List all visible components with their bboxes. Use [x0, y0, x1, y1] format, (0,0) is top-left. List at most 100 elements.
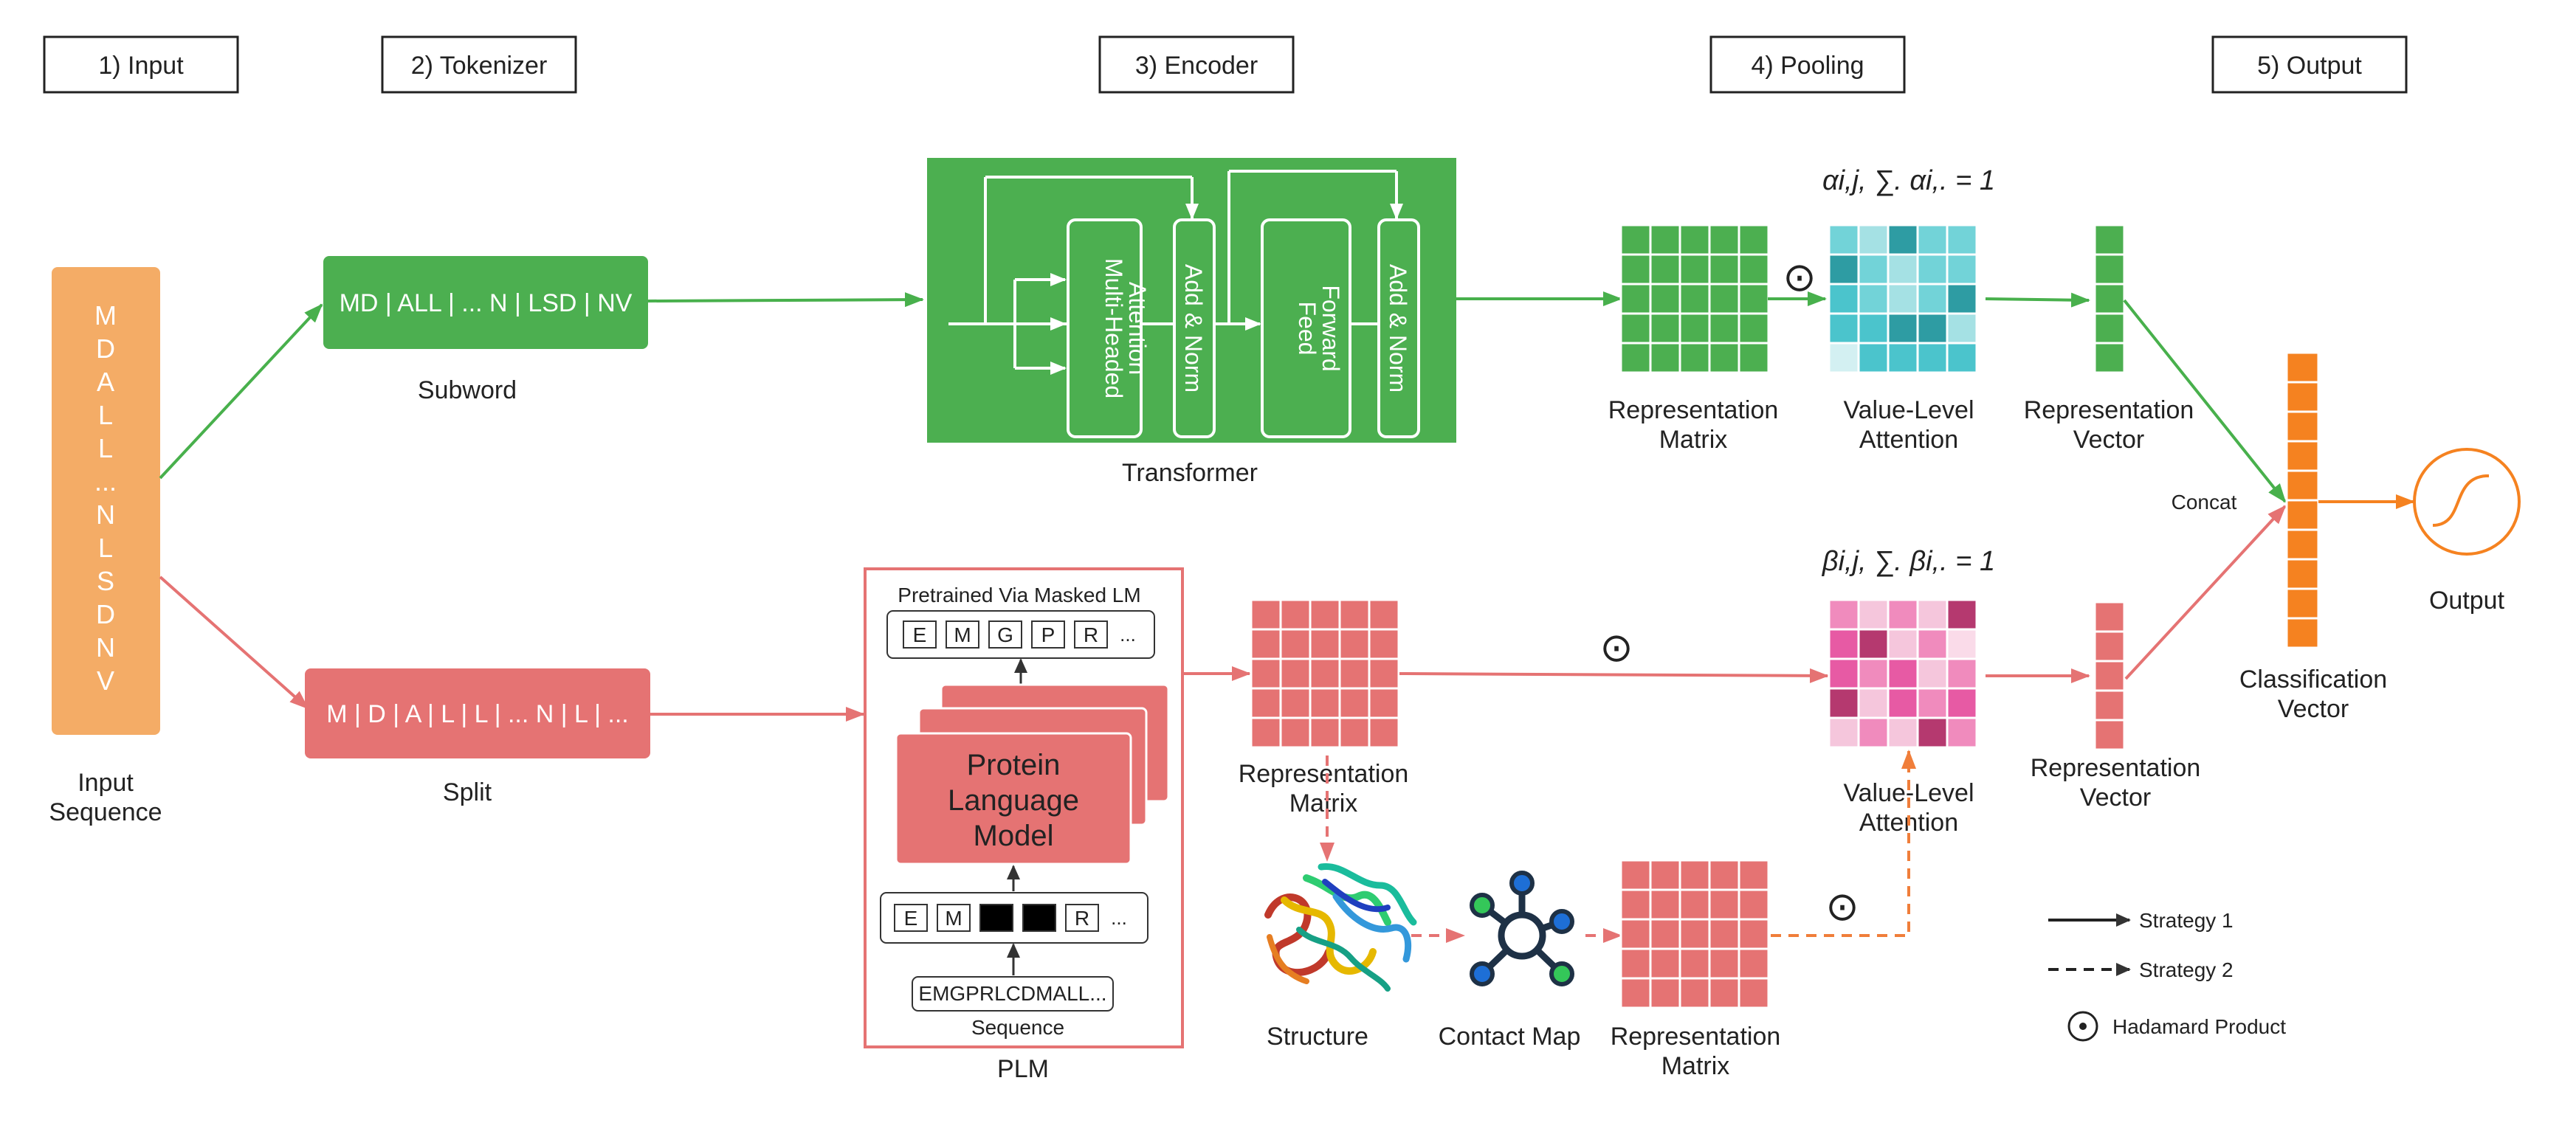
matrix-cell: [1678, 888, 1711, 921]
contact-map-label: Contact Map: [1439, 1023, 1581, 1051]
matrix-cell: [2285, 410, 2320, 443]
stage-header-pooling: 4) Pooling: [1751, 52, 1864, 80]
matrix-cell: [1828, 253, 1860, 286]
split-box: [305, 668, 650, 758]
matrix-cell: [1857, 312, 1890, 345]
plm-token-text: R: [1084, 623, 1098, 646]
matrix-cell: [1338, 657, 1371, 690]
matrix-cell: [1857, 224, 1890, 256]
plm-pretrained-label: Pretrained Via Masked LM: [898, 584, 1140, 606]
ff-label-line1: Feed: [1294, 302, 1320, 356]
matrix-cell: [1649, 918, 1681, 950]
matrix-cell: [1828, 598, 1860, 631]
matrix-cell: [2093, 283, 2126, 315]
structure-label: Structure: [1267, 1023, 1368, 1051]
matrix-cell: [1708, 918, 1740, 950]
class-vector-line2: Vector: [2278, 695, 2349, 723]
rep-matrix-low-line2: Matrix: [1661, 1052, 1730, 1080]
subword-label: Subword: [418, 376, 517, 404]
value-attention-top: [1828, 224, 1978, 374]
arrow-input-subword: [159, 303, 323, 480]
matrix-cell: [1649, 342, 1681, 374]
subword-tokens: MD | ALL | ... N | LSD | NV: [340, 289, 633, 317]
sigmoid-output-icon: [2413, 448, 2521, 556]
plm-token-box: [894, 904, 928, 932]
matrix-cell: [2285, 499, 2320, 531]
matrix-cell: [1738, 224, 1770, 256]
matrix-cell: [1887, 657, 1919, 690]
mha-label-line1: Multi-Headed: [1101, 258, 1127, 398]
matrix-cell: [2285, 381, 2320, 413]
matrix-cell: [2093, 601, 2126, 633]
matrix-cell: [1619, 253, 1652, 286]
input-char: ...: [94, 466, 117, 497]
legend: Strategy 1 Strategy 2 Hadamard Product: [2048, 909, 2286, 1042]
input-char: D: [96, 599, 115, 629]
matrix-cell: [1708, 947, 1740, 980]
matrix-cell: [1338, 628, 1371, 660]
arrow-input-split: [159, 575, 309, 710]
matrix-cell: [1828, 342, 1860, 374]
matrix-cell: [1678, 947, 1711, 980]
input-sequence-box: [52, 267, 160, 735]
matrix-cell: [1309, 657, 1341, 690]
matrix-cell: [2093, 312, 2126, 345]
matrix-cell: [2285, 528, 2320, 561]
matrix-cell: [1338, 687, 1371, 719]
plm-model-card: [895, 732, 1132, 865]
matrix-cell: [1887, 312, 1919, 345]
matrix-cell: [1887, 598, 1919, 631]
matrix-cell: [1738, 283, 1770, 315]
plm-model-line3: Model: [974, 820, 1054, 852]
rep-matrix-low: [1619, 859, 1770, 1009]
matrix-cell: [1828, 312, 1860, 345]
input-label-line2: Sequence: [49, 798, 162, 826]
matrix-cell: [2285, 469, 2320, 502]
plm-token-box: [903, 620, 937, 649]
matrix-cell: [1250, 716, 1282, 749]
matrix-cell: [1678, 977, 1711, 1009]
rep-matrix-top-line2: Matrix: [1659, 426, 1728, 454]
matrix-cell: [1887, 283, 1919, 315]
matrix-cell: [1857, 253, 1890, 286]
matrix-cell: [2093, 630, 2126, 663]
matrix-cell: [1678, 253, 1711, 286]
matrix-cell: [1250, 598, 1282, 631]
matrix-cell: [1250, 657, 1282, 690]
matrix-cell: [1828, 283, 1860, 315]
transformer-internals: [948, 170, 1420, 438]
matrix-cell: [1279, 716, 1312, 749]
matrix-cell: [1649, 224, 1681, 256]
alpha-formula: αi,j, ∑. αi,. = 1: [1822, 165, 1995, 196]
stage-header-output: 5) Output: [2257, 52, 2362, 80]
matrix-cell: [1887, 342, 1919, 374]
matrix-cell: [2093, 224, 2126, 256]
input-char: N: [96, 499, 115, 530]
plm-token-text: M: [945, 907, 962, 930]
matrix-cell: [1946, 224, 1978, 256]
matrix-cell: [1828, 628, 1860, 660]
value-attn-top-line1: Value-Level: [1843, 396, 1974, 424]
input-char: L: [98, 433, 113, 463]
matrix-cell: [1738, 888, 1770, 921]
input-char: N: [96, 632, 115, 663]
matrix-cell: [1279, 687, 1312, 719]
matrix-cell: [1678, 312, 1711, 345]
matrix-cell: [1916, 628, 1949, 660]
hadamard-mid: ⊙: [1599, 626, 1633, 670]
legend-strategy2: Strategy 2: [2139, 958, 2234, 981]
plm-mask-token: [1022, 904, 1056, 932]
matrix-cell: [1649, 947, 1681, 980]
plm-token-ellipsis: ...: [1120, 623, 1136, 646]
concat-label: Concat: [2172, 491, 2237, 514]
matrix-cell: [1338, 598, 1371, 631]
plm-mask-token: [979, 904, 1013, 932]
matrix-cell: [1649, 977, 1681, 1009]
input-char: V: [97, 665, 114, 696]
matrix-cell: [1887, 224, 1919, 256]
plm-token-box: [1074, 620, 1108, 649]
matrix-cell: [1738, 918, 1770, 950]
matrix-cell: [1708, 888, 1740, 921]
matrix-cell: [1738, 977, 1770, 1009]
